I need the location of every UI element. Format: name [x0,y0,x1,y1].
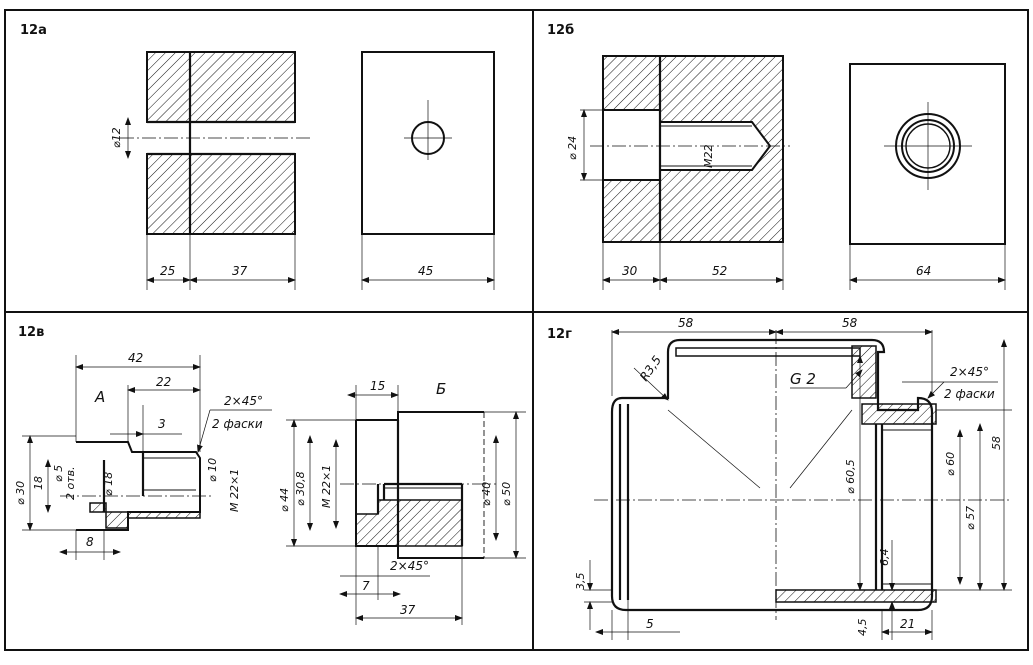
view-b-label: Б [436,380,446,398]
chamfer-d: 2×45° [950,365,989,379]
dim-58-vert: 58 [990,436,1003,450]
dim-18v: 18 [32,476,45,490]
chamfer-note-d: 2 фаски [944,387,995,401]
outer-frame [4,9,1029,651]
side-view-plate [361,51,495,235]
dim-58-left: 58 [678,316,694,330]
chamfer-a: 2×45° [224,394,263,408]
chamfer-note-a: 2 фаски [212,417,263,431]
dim-8: 8 [86,535,94,549]
dim-d40: ⌀ 40 [480,482,493,506]
dim-d44: ⌀ 44 [278,488,291,512]
dim-d10: ⌀ 10 [206,458,219,482]
dim-45-vert: 4,5 [856,619,869,637]
dim-3: 3 [158,417,166,431]
section-lower-block [146,153,296,235]
dim-64: 64 [916,264,931,278]
dim-r35: R3,5 [637,353,664,383]
dim-d60: ⌀ 60 [944,452,957,476]
dim-d50: ⌀ 50 [500,482,513,506]
dim-35-vert: 3,5 [574,573,587,591]
dim-d24: ⌀ 24 [566,136,579,160]
panel-12v: 12в А 42 22 3 2×45° 2 фаски ⌀ 30 18 ⌀ [14,325,526,625]
dim-5: 5 [646,617,654,631]
dim-m22-b: M 22×1 [320,465,333,508]
section-upper-block [146,51,296,123]
panel-12b: 12б M22 ⌀ 24 30 52 64 [547,23,1006,290]
dim-d12: ⌀12 [110,127,123,148]
panel-label-12g: 12г [547,327,572,342]
dim-45: 45 [418,264,433,278]
panel-label-12v: 12в [18,325,44,340]
dim-holes: 2 отв. [64,466,77,500]
dim-42: 42 [128,351,143,365]
tee-body-outline [610,338,934,612]
dim-30: 30 [622,264,638,278]
dim-m22: M22 [702,145,715,169]
dim-64-vert: 6,4 [878,549,891,567]
dim-d18: ⌀ 18 [102,472,115,496]
dim-m22-a: M 22×1 [228,469,241,512]
side-view-plate [849,63,1006,245]
dim-52: 52 [712,264,727,278]
panel-12g: 12г 58 58 R3,5 G 2 2×45° 2 фаски [547,316,1012,640]
panel-label-12b: 12б [547,23,574,38]
chamfer-b: 2×45° [390,559,429,573]
dim-37: 37 [232,264,248,278]
dim-d308: ⌀ 30,8 [294,471,307,506]
dim-21: 21 [900,617,915,631]
dim-25: 25 [160,264,175,278]
dim-d5: ⌀ 5 [52,465,65,482]
dim-15: 15 [370,379,385,393]
dim-d605: ⌀ 60,5 [844,459,857,494]
thread-g2: G 2 [790,370,816,388]
dim-7: 7 [362,579,370,593]
dim-37-b: 37 [400,603,416,617]
dim-58-right: 58 [842,316,858,330]
dim-d57: ⌀ 57 [964,506,977,530]
dim-22: 22 [156,375,171,389]
panel-12a: 12а ⌀12 25 37 45 [20,23,495,290]
panel-label-12a: 12а [20,23,47,38]
view-a-label: А [94,388,105,406]
dim-d30: ⌀ 30 [14,481,27,505]
